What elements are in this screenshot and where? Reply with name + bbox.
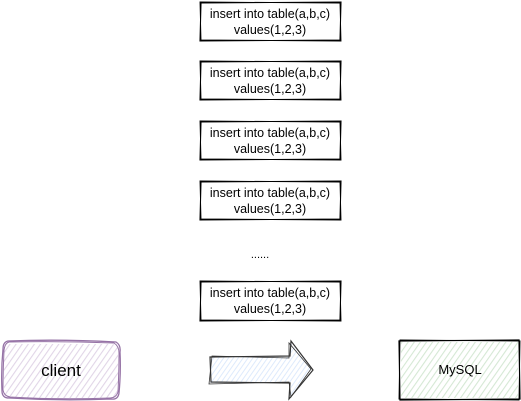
mysql-label: MySQL (438, 362, 481, 377)
mysql-node: MySQL (398, 339, 521, 401)
sql-line-2: values(1,2,3) (234, 302, 306, 316)
sql-statement-box: insert into table(a,b,c) values(1,2,3) (199, 1, 342, 42)
sql-line-1: insert into table(a,b,c) (210, 7, 330, 21)
sql-statement-box: insert into table(a,b,c) values(1,2,3) (199, 120, 342, 161)
sql-line-1: insert into table(a,b,c) (210, 186, 330, 200)
sql-line-1: insert into table(a,b,c) (210, 286, 330, 300)
sql-statement-box: insert into table(a,b,c) values(1,2,3) (199, 60, 342, 101)
ellipsis: ...... (251, 249, 269, 261)
right-arrow-icon (208, 339, 314, 401)
sql-line-1: insert into table(a,b,c) (210, 126, 330, 140)
sql-line-2: values(1,2,3) (234, 23, 306, 37)
sql-line-2: values(1,2,3) (234, 142, 306, 156)
client-label: client (41, 361, 81, 380)
sql-line-2: values(1,2,3) (234, 202, 306, 216)
sql-line-1: insert into table(a,b,c) (210, 66, 330, 80)
sql-statement-box: insert into table(a,b,c) values(1,2,3) (199, 180, 342, 221)
sql-line-2: values(1,2,3) (234, 82, 306, 96)
client-node: client (1, 339, 121, 401)
sql-statement-box: insert into table(a,b,c) values(1,2,3) (199, 280, 342, 322)
